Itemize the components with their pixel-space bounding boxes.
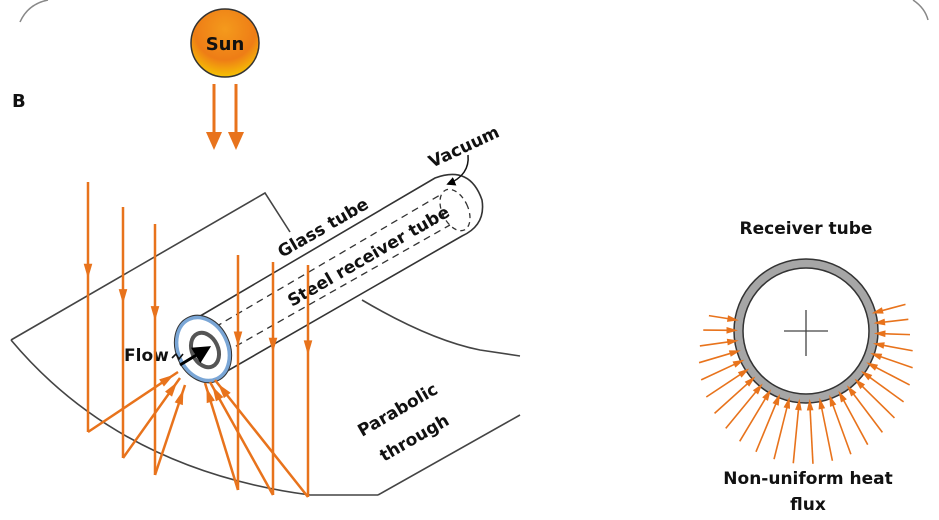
incident-ray-arrowhead [83,263,93,279]
panel-label: B [12,91,26,112]
heat-flux-arrowhead [726,315,739,322]
flow-label: Flow [124,346,169,366]
steel-tube-dashed-bottom [214,224,451,359]
heat-flux-arrowhead [726,338,739,346]
receiver-assembly [171,154,484,384]
heat-flux-arrowhead [873,330,886,338]
trough-right-curve [361,299,521,357]
reflected-ray-arrowhead [212,386,224,402]
heat-flux-arrow [714,380,751,414]
heat-flux-arrowhead [744,376,756,387]
trough-back-edge [10,191,291,341]
heat-flux-label-line1: Non-uniform heat [723,469,892,489]
heat-flux-arrow [705,371,744,398]
heat-flux-arrow [878,303,906,313]
heat-flux-arrow [830,401,852,455]
heat-flux-arrowhead [806,398,814,411]
heat-flux-arrowhead [728,350,741,357]
incident-ray-arrowhead [150,306,160,321]
heat-flux-arrowhead [818,397,826,410]
heat-flux-arrowhead [732,359,745,368]
vacuum-label: Vacuum [426,122,503,172]
heat-flux-arrowhead [829,394,837,407]
heat-flux-arrow [841,396,869,446]
flow-arrow-squiggle [171,352,184,361]
incoming-sun-rays [206,84,244,150]
incident-ray-arrowhead [303,340,313,356]
heat-flux-arrowhead [772,393,780,406]
receiver-cross-section: Receiver tube Non-uniform heat flux [698,219,913,515]
incident-ray-arrowhead [118,289,128,304]
heat-flux-arrow [792,405,800,464]
heat-flux-arrowhead [752,383,763,395]
parabolic-trough [10,191,521,496]
incident-ray-arrowhead [268,337,278,353]
sun-disc [190,8,260,78]
reflected-ray-arrowhead [174,389,184,406]
heat-flux-arrow [850,390,884,433]
trough-rays [83,182,313,498]
frame-corner-left [19,0,49,23]
heat-flux-arrow [725,388,759,429]
heat-flux-arrow [880,318,909,324]
heat-flux-arrowhead [762,389,771,401]
reflected-ray-arrowhead [206,387,215,404]
heat-flux-arrow [739,394,769,442]
heat-flux-arrow [880,332,911,336]
heat-flux-arrowhead [872,342,885,349]
heat-flux-arrowhead [871,307,884,314]
heat-flux-arrow [700,361,739,381]
sun-ray-arrowhead [228,132,244,150]
heat-flux-arrowhead [873,318,886,326]
heat-flux-arrowhead [795,398,802,411]
heat-flux-arrow [809,405,814,464]
heat-flux-arrows [698,303,913,464]
heat-flux-arrow [820,404,834,461]
reflected-ray [214,379,309,498]
heat-flux-arrow [858,382,896,419]
frame-corner-right [912,0,929,21]
heat-flux-label-line2: flux [790,495,826,515]
steel-tube-end-dashed [439,188,471,232]
flow-arrow [179,346,212,367]
heat-flux-arrow [876,354,913,369]
heat-flux-arrowhead [838,390,847,403]
heat-flux-arrowhead [726,326,739,334]
heat-flux-arrow [872,364,911,386]
vacuum-pointer [446,154,469,186]
trough-right-lower [377,414,521,496]
heat-flux-arrow [699,340,732,347]
sun: Sun [190,8,260,78]
sun-label: Sun [206,34,245,55]
heat-flux-arrow [698,351,735,364]
heat-flux-arrow [755,399,779,453]
glass-tube-front-ring-outline [173,314,233,384]
steel-tube-dashed-top [204,194,441,334]
incident-ray-arrowhead [233,331,243,347]
heat-flux-arrowhead [870,353,883,361]
heat-flux-arrow [773,403,789,460]
heat-flux-arrow [866,374,905,403]
heat-flux-arrowhead [854,378,866,390]
reflected-ray-arrowhead [218,383,231,399]
heat-flux-arrowhead [783,396,791,409]
reflected-ray [208,381,275,496]
heat-flux-arrowhead [737,368,750,378]
trough-front-curve [10,339,378,496]
sun-ray-arrowhead [206,132,222,150]
heat-flux-arrowhead [866,362,879,371]
glass-tube-body [189,173,484,375]
reflected-ray-arrowhead [165,382,178,397]
heat-flux-arrow [879,343,913,352]
receiver-tube-title: Receiver tube [740,219,873,239]
heat-flux-arrowhead [861,370,873,381]
heat-flux-arrowhead [846,385,857,397]
reflected-ray-arrowhead [159,374,174,387]
